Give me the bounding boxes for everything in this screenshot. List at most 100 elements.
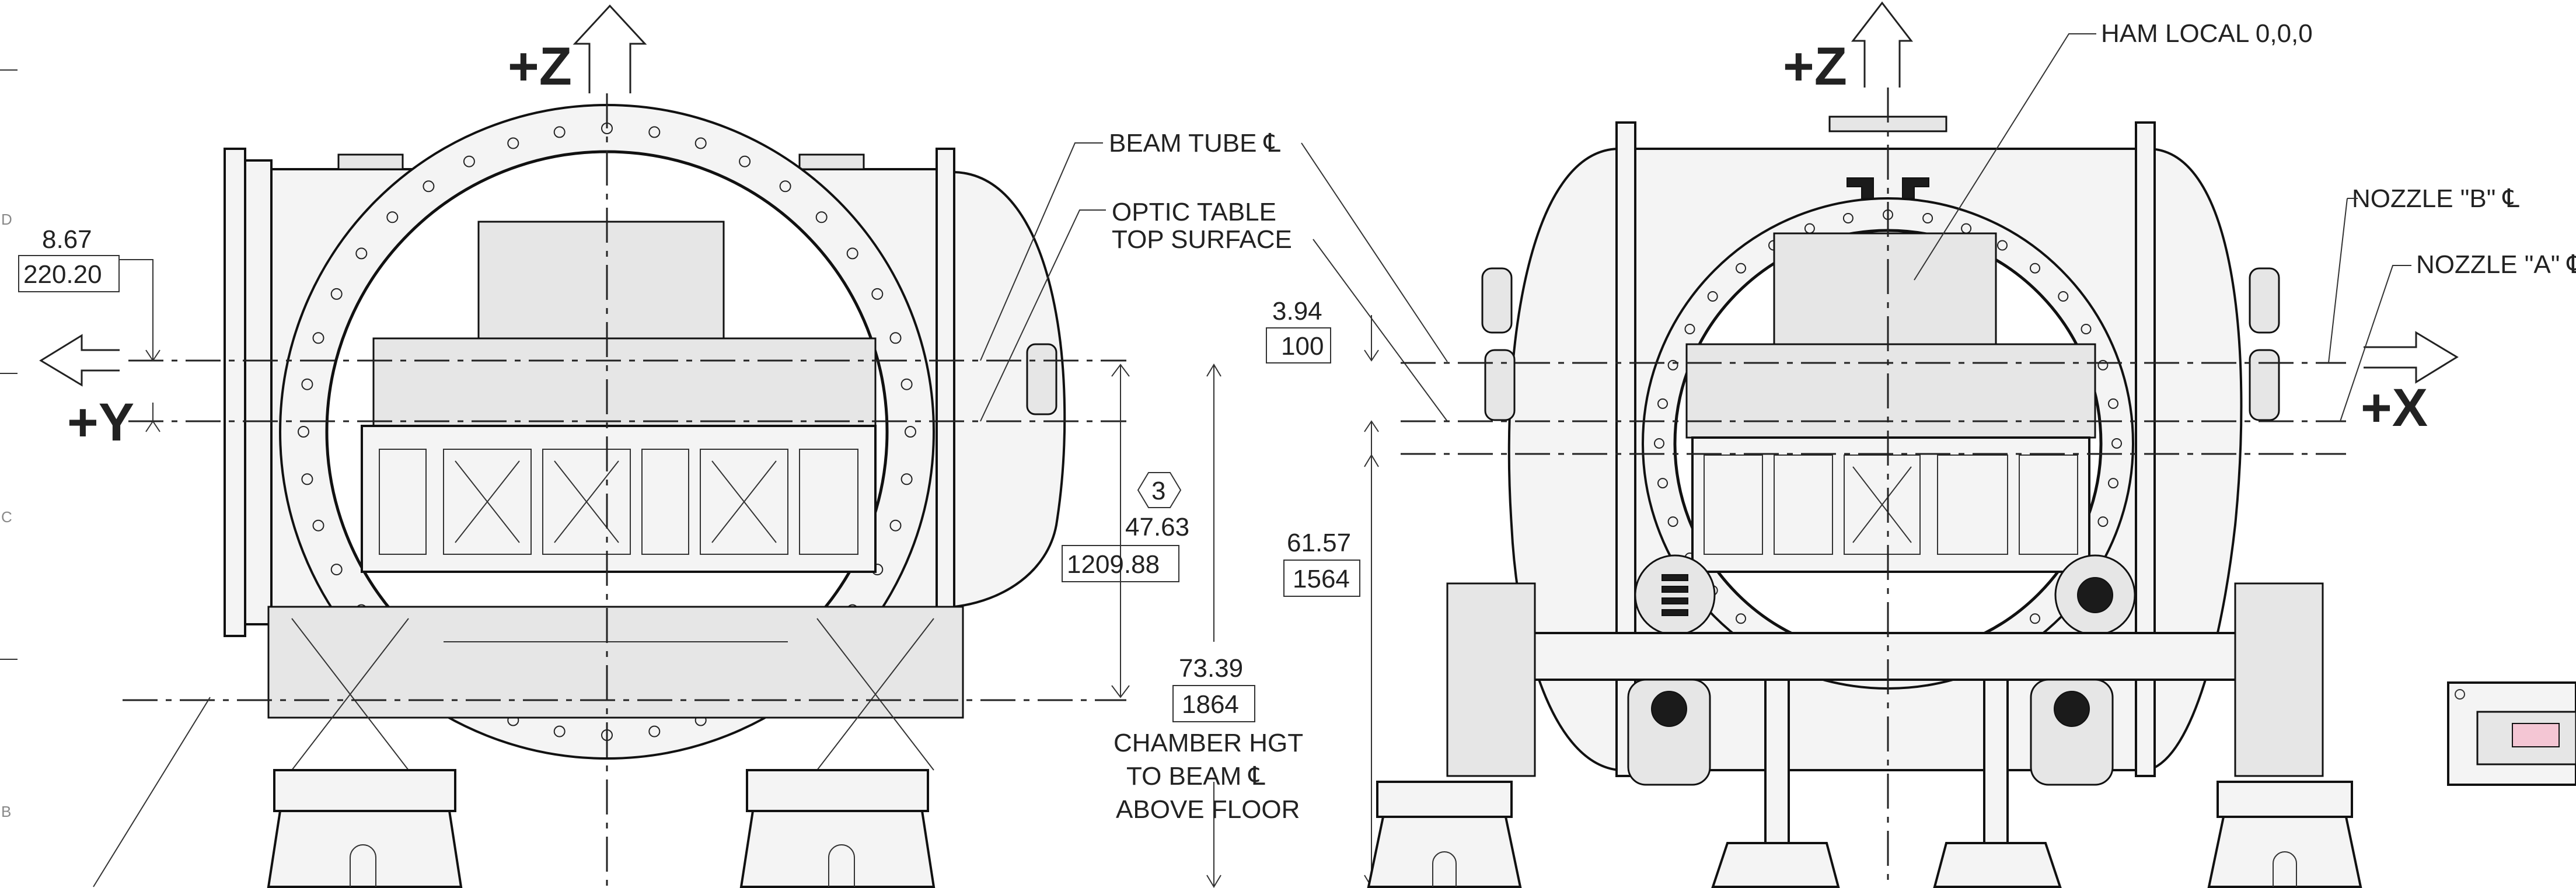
dim-mm: 1209.88 — [1067, 550, 1160, 579]
dim-mm-box — [1266, 327, 1331, 363]
left-viewport-upper — [1481, 267, 1513, 334]
bolt-hole — [463, 155, 475, 167]
top-port-right — [798, 153, 865, 170]
left-pier-cap-front — [1376, 781, 1513, 818]
zone-letter-c: C — [1, 508, 12, 526]
axis-x: +X — [2361, 331, 2459, 438]
left-leg — [1764, 679, 1790, 844]
bolt-hole — [1736, 613, 1746, 624]
bolt-hole — [846, 247, 858, 260]
axis-z-left: +Z — [508, 4, 647, 96]
optic-table-front — [1691, 436, 2090, 573]
left-pier — [267, 810, 463, 888]
axis-label-x: +X — [2361, 378, 2428, 438]
optics-bench — [372, 337, 877, 427]
bolt-hole — [1667, 516, 1678, 527]
bolt-hole — [900, 473, 913, 485]
bolt-hole — [1997, 240, 2008, 251]
bolt-hole — [423, 180, 435, 193]
left-actuator-hub — [1651, 691, 1687, 727]
note-hexagon — [1137, 472, 1182, 508]
bolt-hole — [2030, 263, 2040, 274]
callout-nozzle-a: NOZZLE "A" ℄ — [2340, 250, 2576, 422]
dimension-8-67: 8.67 220.20 — [18, 225, 160, 432]
bolt-hole — [330, 564, 343, 576]
bolt-hole — [355, 247, 368, 260]
inset-highlight — [2512, 723, 2560, 747]
bolt-hole — [507, 137, 519, 149]
optic-table-label-1: OPTIC TABLE — [1112, 198, 1276, 226]
right-end-flange — [936, 148, 955, 614]
axis-label-z-right: +Z — [1783, 37, 1847, 96]
up-arrow-icon — [1851, 1, 1914, 88]
ham-local-label: HAM LOCAL 0,0,0 — [2101, 19, 2313, 48]
bolt-hole — [905, 426, 916, 438]
bolt-hole — [2081, 324, 2092, 334]
bolt-hole — [779, 180, 791, 193]
left-port-pod — [1634, 554, 1716, 636]
dimension-73-39: 73.39 1864 CHAMBER HGT TO BEAM ℄ ABOVE F… — [1114, 363, 1303, 888]
bolt-hole — [815, 211, 828, 223]
nozzle-b-label: NOZZLE "B" ℄ — [2352, 184, 2520, 213]
inset-component — [2447, 681, 2576, 786]
bolt-hole — [312, 332, 324, 344]
bolt-hole — [312, 519, 324, 532]
chamber-label-2: TO BEAM ℄ — [1126, 762, 1265, 791]
callout-nozzle-b: NOZZLE "B" ℄ — [2328, 184, 2520, 363]
callout-optic-table: OPTIC TABLE TOP SURFACE — [980, 198, 1448, 422]
optic-table-panels-front — [1704, 455, 2078, 555]
zone-letter-b: B — [1, 803, 11, 820]
dim-mm: 1864 — [1182, 690, 1239, 719]
bolt-hole — [739, 155, 751, 167]
bolt-hole — [2111, 438, 2122, 449]
optic-table-label-2: TOP SURFACE — [1112, 225, 1292, 254]
bolt-hole — [301, 378, 313, 390]
right-leg-foot — [1933, 842, 2062, 888]
bolt-hole — [648, 126, 661, 138]
left-isolator — [1446, 582, 1536, 777]
cross-beam — [1469, 632, 2301, 681]
bolt-hole — [900, 378, 913, 390]
bolt-hole — [1707, 291, 1718, 302]
right-actuator — [2030, 679, 2114, 786]
dimension-61-57: 61.57 1564 — [1283, 454, 1379, 888]
axis-label-z-left: +Z — [508, 37, 572, 96]
bolt-hole — [1922, 213, 1933, 223]
bolt-hole — [648, 725, 661, 737]
axis-label-y: +Y — [67, 393, 134, 452]
bolt-hole — [1667, 359, 1678, 370]
beam-tube-label: BEAM TUBE ℄ — [1109, 129, 1281, 158]
bolt-hole — [1657, 398, 1668, 409]
bolt-hole — [2108, 478, 2118, 489]
support-frame — [267, 606, 964, 719]
bolt-hole — [889, 519, 902, 532]
top-port-left — [337, 153, 404, 170]
bolt-hole — [694, 137, 707, 149]
dim-mm-box — [1172, 685, 1255, 722]
top-bracket — [1847, 177, 1929, 199]
chamber-dome-side — [953, 170, 1066, 609]
bolt-hole — [889, 332, 902, 344]
chamber-label-1: CHAMBER HGT — [1114, 729, 1303, 757]
bolt-hole — [2058, 291, 2069, 302]
left-view — [123, 93, 1126, 888]
bolt-hole — [1654, 438, 1664, 449]
right-viewport-lower — [2249, 349, 2280, 421]
right-pier-cap-front — [2217, 781, 2353, 818]
right-arrow-icon — [2364, 331, 2459, 384]
bolt-hole — [2108, 398, 2118, 409]
dim-mm-box — [1062, 545, 1179, 582]
bolt-hole — [553, 126, 566, 138]
dim-inch: 3.94 — [1272, 297, 1322, 326]
dimension-47-63: 3 47.63 1209.88 — [1062, 363, 1189, 698]
bolt-hole — [2097, 516, 2109, 527]
bolt-hole — [386, 211, 399, 223]
optic-table-panels — [379, 449, 858, 555]
right-isolator — [2234, 582, 2324, 777]
dimension-3-94: 3.94 100 — [1266, 297, 1379, 455]
dim-inch: 47.63 — [1125, 513, 1189, 541]
chamber-label-3: ABOVE FLOOR — [1116, 795, 1300, 824]
left-end-flange — [224, 148, 246, 637]
left-pier-cap — [273, 769, 456, 812]
